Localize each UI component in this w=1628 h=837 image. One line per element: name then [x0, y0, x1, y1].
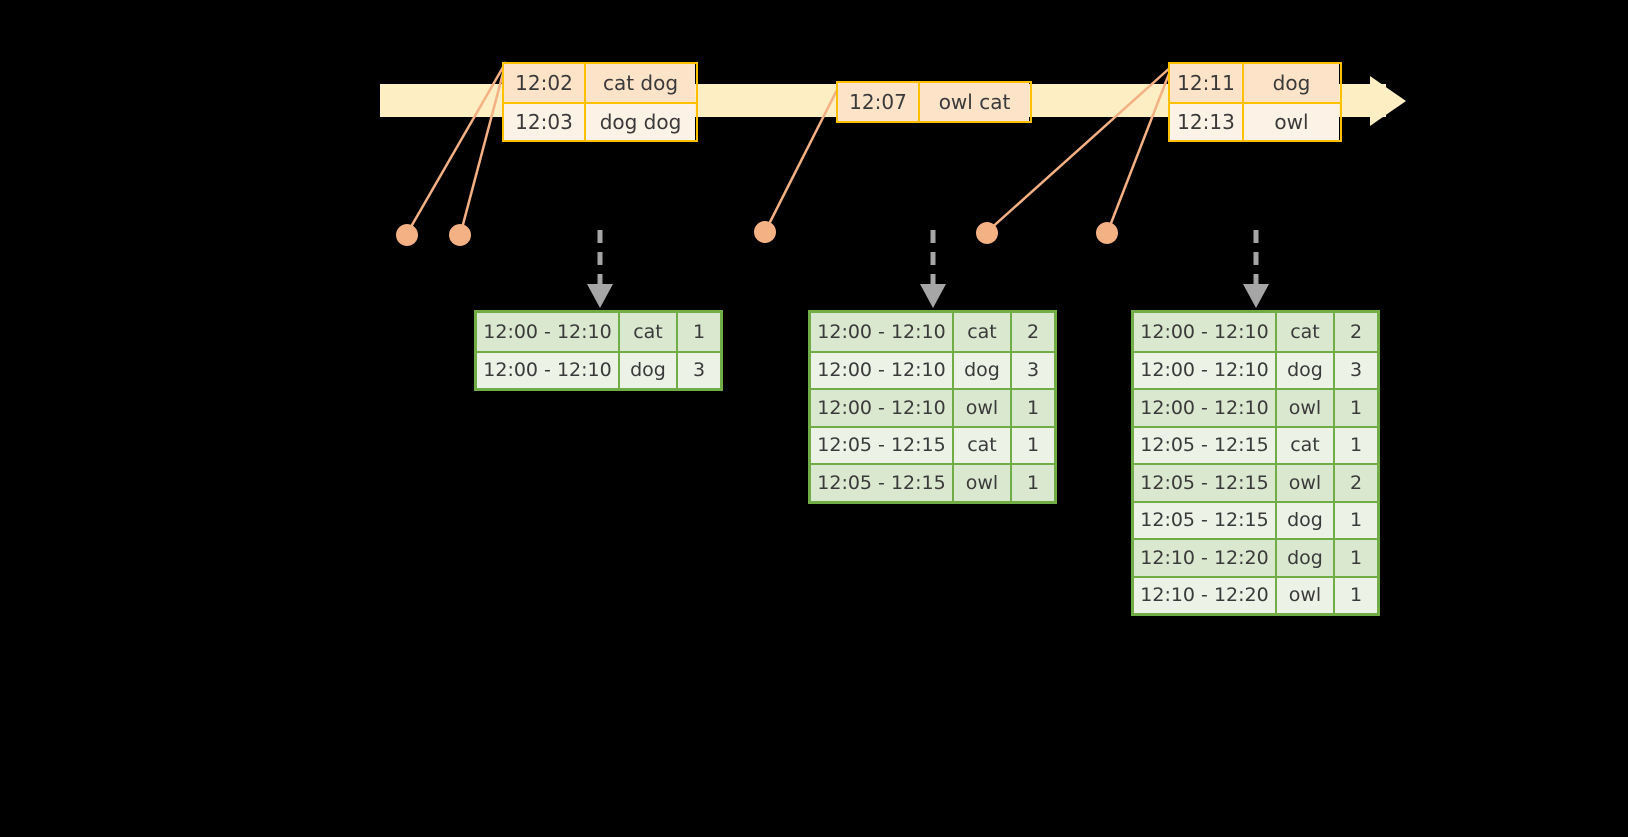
- count-cell: 1: [1012, 390, 1054, 426]
- count-cell: 1: [1012, 427, 1054, 463]
- event-group-2: 12:07 owl cat: [836, 81, 1032, 123]
- stream-marker-2: [449, 224, 471, 246]
- word-cell: owl: [1277, 390, 1335, 426]
- count-cell: 2: [1012, 313, 1054, 351]
- window-cell: 12:00 - 12:10: [811, 313, 954, 351]
- word-cell: owl: [1277, 465, 1335, 501]
- count-cell: 2: [1335, 313, 1377, 351]
- event-time: 12:02: [504, 64, 586, 102]
- word-cell: owl: [954, 390, 1012, 426]
- event-words: dog dog: [586, 104, 695, 140]
- word-cell: dog: [1277, 352, 1335, 388]
- event-row: 12:11 dog: [1170, 64, 1340, 102]
- event-row: 12:02 cat dog: [504, 64, 696, 102]
- word-cell: cat: [954, 427, 1012, 463]
- count-cell: 1: [1335, 540, 1377, 576]
- window-cell: 12:10 - 12:20: [1134, 577, 1277, 613]
- stream-marker-5: [1096, 222, 1118, 244]
- event-words: owl: [1244, 104, 1339, 140]
- count-cell: 3: [1012, 352, 1054, 388]
- window-cell: 12:00 - 12:10: [811, 390, 954, 426]
- event-time: 12:11: [1170, 64, 1244, 102]
- count-cell: 1: [1012, 465, 1054, 501]
- stream-marker-3: [754, 221, 776, 243]
- window-cell: 12:00 - 12:10: [1134, 352, 1277, 388]
- event-row: 12:13 owl: [1170, 102, 1340, 140]
- count-cell: 1: [1335, 577, 1377, 613]
- window-cell: 12:00 - 12:10: [811, 352, 954, 388]
- event-group-1: 12:02 cat dog 12:03 dog dog: [502, 62, 698, 142]
- emit-arrow-2: [920, 230, 946, 308]
- word-cell: dog: [954, 352, 1012, 388]
- window-cell: 12:05 - 12:15: [1134, 502, 1277, 538]
- window-cell: 12:00 - 12:10: [1134, 390, 1277, 426]
- event-words: cat dog: [586, 64, 695, 102]
- count-cell: 2: [1335, 465, 1377, 501]
- event-words: dog: [1244, 64, 1339, 102]
- count-cell: 3: [678, 352, 720, 388]
- word-cell: owl: [1277, 577, 1335, 613]
- timeline-arrow-head: [1370, 76, 1406, 126]
- count-cell: 3: [1335, 352, 1377, 388]
- word-cell: cat: [1277, 313, 1335, 351]
- event-row: 12:03 dog dog: [504, 102, 696, 140]
- event-group-3: 12:11 dog 12:13 owl: [1168, 62, 1342, 142]
- count-cell: 1: [678, 313, 720, 351]
- window-cell: 12:05 - 12:15: [811, 427, 954, 463]
- window-cell: 12:10 - 12:20: [1134, 540, 1277, 576]
- emit-arrow-3: [1243, 230, 1269, 308]
- word-cell: dog: [1277, 502, 1335, 538]
- word-cell: cat: [620, 313, 678, 351]
- event-time: 12:13: [1170, 104, 1244, 140]
- word-cell: dog: [1277, 540, 1335, 576]
- window-cell: 12:05 - 12:15: [1134, 427, 1277, 463]
- event-time: 12:03: [504, 104, 586, 140]
- window-cell: 12:00 - 12:10: [477, 313, 620, 351]
- event-row: 12:07 owl cat: [838, 83, 1030, 121]
- count-cell: 1: [1335, 502, 1377, 538]
- count-cell: 1: [1335, 390, 1377, 426]
- count-cell: 1: [1335, 427, 1377, 463]
- event-time: 12:07: [838, 83, 920, 121]
- word-cell: owl: [954, 465, 1012, 501]
- word-cell: cat: [1277, 427, 1335, 463]
- window-cell: 12:05 - 12:15: [1134, 465, 1277, 501]
- stream-marker-1: [396, 224, 418, 246]
- window-cell: 12:05 - 12:15: [811, 465, 954, 501]
- word-cell: dog: [620, 352, 678, 388]
- event-words: owl cat: [920, 83, 1029, 121]
- stream-marker-4: [976, 222, 998, 244]
- word-cell: cat: [954, 313, 1012, 351]
- window-cell: 12:00 - 12:10: [1134, 313, 1277, 351]
- emit-arrow-1: [587, 230, 613, 308]
- window-cell: 12:00 - 12:10: [477, 352, 620, 388]
